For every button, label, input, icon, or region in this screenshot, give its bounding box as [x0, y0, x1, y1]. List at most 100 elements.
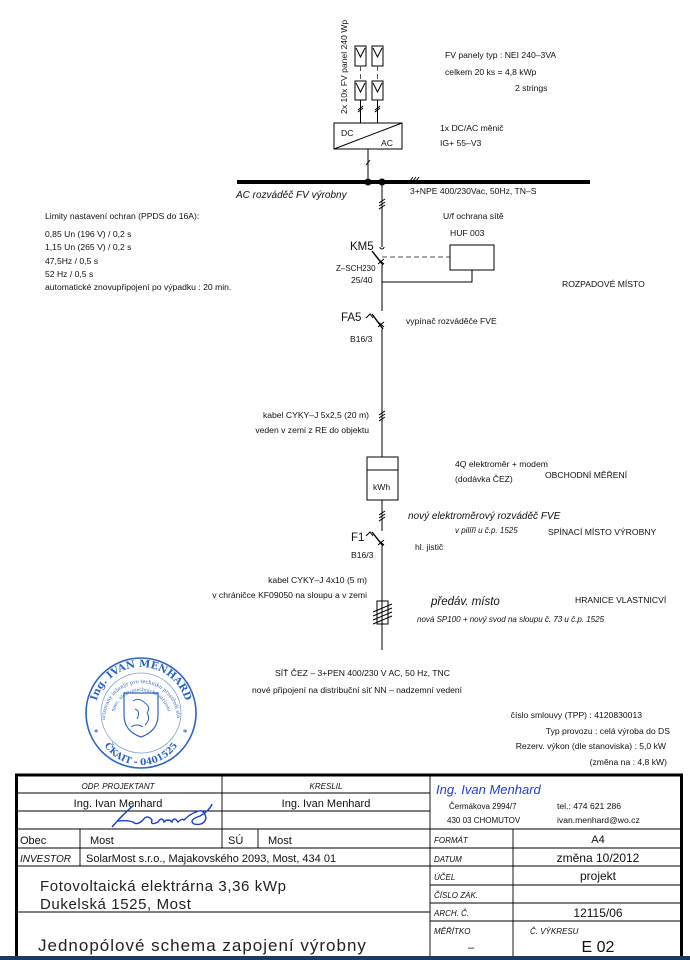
field-label-archive-no: ARCH. Č.: [433, 909, 469, 918]
field-label-date: DATUM: [434, 855, 462, 864]
cable1-line2: veden v zemi z RE do objektu: [255, 425, 369, 435]
meter-desc2: (dodávka ČEZ): [455, 474, 513, 484]
main-feeder: [365, 182, 495, 650]
contract-number: číslo smlouvy (TPP) : 4120830013: [511, 710, 643, 720]
limit-line: 52 Hz / 0,5 s: [45, 269, 93, 279]
scale-value: –: [468, 942, 475, 954]
fa5-label: FA5: [341, 312, 361, 324]
field-value-purpose: projekt: [580, 869, 617, 883]
pv-panel-icon: [354, 45, 384, 123]
cable1-line1: kabel CYKY–J 5x2,5 (20 m): [263, 410, 369, 420]
scale-label: MĚŘÍTKO: [434, 927, 470, 936]
coat-of-arms-icon: * *: [94, 692, 188, 738]
obec-value: Most: [90, 835, 114, 847]
project-address: Dukelská 1525, Most: [40, 896, 192, 913]
field-label-purpose: ÚČEL: [434, 873, 455, 882]
meter-cabinet: nový elektroměrový rozváděč FVE: [408, 511, 561, 522]
field-label-order-no: ČÍSLO ZAK.: [434, 891, 478, 900]
metering-place: OBCHODNÍ MĚŘENÍ: [545, 470, 628, 480]
kreslil-name: Ing. Ivan Menhard: [282, 798, 371, 810]
company-email: ivan.menhard@wo.cz: [557, 815, 640, 825]
reserved-power: Rezerv. výkon (dle stanoviska) : 5,0 kW: [516, 741, 667, 751]
drawing-number: E 02: [582, 939, 615, 956]
drawing-number-label: Č. VÝKRESU: [530, 927, 579, 936]
limit-line: 0,85 Un (196 V) / 0,2 s: [45, 229, 131, 239]
pv-vertical-label: 2x 10x FV panel 240 Wp: [339, 20, 349, 114]
contactor-icon: [379, 246, 385, 250]
inverter-count: 1x DC/AC měnič: [440, 123, 504, 133]
drawing-title: Jednopólové schema zapojení výrobny: [38, 936, 367, 955]
company-name: Ing. Ivan Menhard: [436, 782, 542, 797]
title-block: ODP. PROJEKTANT KRESLIL Ing. Ivan Menhar…: [15, 773, 683, 957]
limit-line: automatické znovupřipojení po výpadku : …: [45, 282, 231, 292]
limits-title: Limity nastavení ochran (PPDS do 16A):: [45, 211, 199, 221]
ac-bus: AC rozváděč FV výrobny 3+NPE 400/230Vac,…: [235, 176, 590, 201]
signature: [111, 803, 213, 828]
grid-connection: nové připojení na distribuční síť NN – n…: [252, 685, 463, 695]
project-name: Fotovoltaická elektrárna 3,36 kWp: [40, 878, 287, 895]
limit-line: 1,15 Un (265 V) / 0,2 s: [45, 242, 131, 252]
f1-rating: B16/3: [351, 550, 374, 560]
inverter: DC AC 1x DC/AC měnič IG+ 55–V3: [333, 122, 504, 182]
operation-mode: Typ provozu : celá výroba do DS: [546, 726, 670, 736]
authorization-stamp: Ing. IVAN MENHARD Autorizovaný inženýr p…: [85, 657, 197, 769]
odp-projektant-label: ODP. PROJEKTANT: [81, 782, 155, 791]
bottom-band: [0, 956, 690, 960]
svg-text:*: *: [183, 727, 188, 737]
handover-desc: nová SP100 + nový svod na sloupu č. 73 u…: [417, 615, 605, 624]
field-value-format: A4: [591, 834, 604, 846]
huf-relay-box: [449, 244, 495, 271]
f1-desc: hl. jistič: [415, 542, 444, 552]
su-label: SÚ: [228, 834, 243, 847]
km5-rating: 25/40: [351, 275, 373, 285]
stamp-bottom-text: ČKAIT - 0401525: [102, 740, 180, 768]
investor-value: SolarMost s.r.o., Majakovského 2093, Mos…: [86, 853, 336, 865]
inverter-dc: DC: [341, 128, 353, 138]
stamp-ring-text: Autorizovaný inženýr pro techniku prostř…: [101, 679, 181, 720]
grid-spec: SÍŤ ČEZ – 3+PEN 400/230 V AC, 50 Hz, TNC: [275, 668, 450, 678]
pv-type: FV panely typ : NEI 240–3VA: [445, 50, 556, 60]
pv-total: celkem 20 ks = 4,8 kWp: [445, 67, 537, 77]
protection-title: U/f ochrana sítě: [443, 211, 504, 221]
field-value-archive-no: 12115/06: [573, 906, 622, 920]
company-phone: tel.: 474 621 286: [557, 801, 621, 811]
su-value: Most: [268, 835, 292, 847]
rozpad-place: ROZPADOVÉ MÍSTO: [562, 279, 645, 289]
inverter-model: IG+ 55–V3: [440, 138, 482, 148]
ownership-boundary: HRANICE VLASTNICVÍ: [575, 595, 667, 605]
field-value-date: změna 10/2012: [557, 851, 640, 865]
pv-strings-count: 2 strings: [515, 83, 547, 93]
meter-unit: kWh: [373, 482, 390, 492]
obec-label: Obec: [20, 835, 47, 847]
company-street: Čermákova 2994/7: [449, 802, 517, 811]
breaker-f1-icon: [371, 531, 384, 547]
km5-label: KM5: [350, 241, 374, 253]
protection-device: HUF 003: [450, 228, 485, 238]
pv-strings: 2x 10x FV panel 240 Wp FV panely typ : N…: [339, 20, 556, 123]
reserved-power-change: (změna na : 4,8 kW): [590, 757, 668, 767]
limit-line: 47,5Hz / 0,5 s: [45, 256, 98, 266]
meter-icon: [366, 456, 399, 501]
svg-text:*: *: [94, 727, 99, 737]
km5-type: Z–SCH230: [336, 264, 376, 273]
switch-fa5-icon: [371, 313, 384, 330]
fa5-desc: vypínač rozváděče FVE: [406, 316, 497, 326]
cable2-line2: v chráničce KF09050 na sloupu a v zemi: [212, 590, 367, 600]
handover-fuse-icon: [376, 600, 389, 625]
bus-label: AC rozváděč FV výrobny: [235, 190, 348, 201]
investor-label: INVESTOR: [20, 854, 71, 865]
field-label-format: FORMÁT: [434, 836, 469, 845]
fa5-rating: B16/3: [350, 334, 373, 344]
company-city: 430 03 CHOMUTOV: [447, 816, 521, 825]
kreslil-label: KRESLIL: [310, 782, 343, 791]
meter-cabinet-location: v pilíři u č.p. 1525: [455, 526, 518, 535]
inverter-ac: AC: [381, 138, 393, 148]
cable2-line1: kabel CYKY–J 4x10 (5 m): [268, 575, 367, 585]
odp-projektant-name: Ing. Ivan Menhard: [74, 798, 163, 810]
meter-desc1: 4Q elektroměr + modem: [455, 459, 548, 469]
switching-place: SPÍNACÍ MÍSTO VÝROBNY: [548, 527, 657, 537]
handover-label: předáv. místo: [430, 596, 500, 608]
f1-label: F1: [351, 532, 364, 544]
